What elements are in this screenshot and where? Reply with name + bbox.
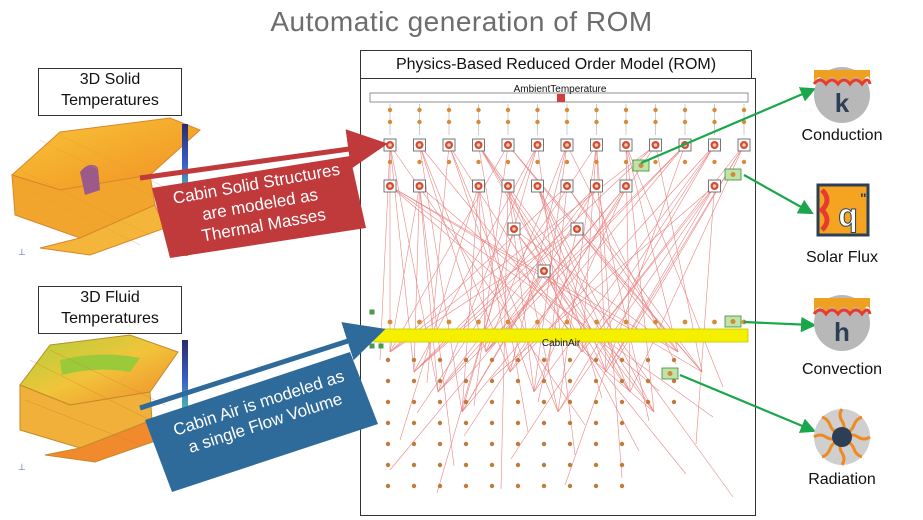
radiation-label: Radiation	[808, 471, 876, 488]
ambient-temperature-label: AmbientTemperature	[513, 84, 607, 95]
page-title: Automatic generation of ROM	[270, 6, 653, 37]
fluid-car-model	[19, 334, 179, 463]
svg-text:": "	[860, 190, 867, 206]
air-arrow	[139, 322, 386, 411]
solid-arrow	[139, 129, 388, 181]
ambient-node-icon	[557, 94, 565, 102]
conduction-label: Conduction	[801, 127, 883, 144]
radiation-icon	[813, 408, 871, 466]
solar-arrow	[743, 174, 814, 215]
air-callout-box	[145, 352, 378, 492]
radiation-arrow	[679, 373, 817, 433]
solid-callout-box	[152, 156, 366, 258]
solar-flux-q-icon: q "	[816, 183, 870, 237]
solid-label-line1: 3D Solid	[79, 71, 141, 88]
solid-axis-icon: ⊥	[18, 248, 26, 258]
svg-text:k: k	[835, 88, 850, 118]
conduction-k-icon: k	[812, 67, 872, 123]
conduction-arrow	[640, 87, 817, 165]
solar-flux-label: Solar Flux	[805, 249, 879, 266]
solid-label-line2: Temperatures	[61, 92, 159, 109]
cabin-air-label: CabinAir	[541, 338, 581, 349]
fluid-axis-icon: ⊥	[18, 463, 26, 473]
convection-h-icon: h	[812, 295, 872, 351]
fluid-temperatures-label: 3D Fluid Temperatures	[38, 286, 182, 334]
thermal-mass-nodes	[383, 104, 751, 489]
svg-text:q: q	[838, 197, 858, 233]
fluid-color-legend	[182, 340, 188, 472]
fluid-label-line1: 3D Fluid	[80, 289, 140, 306]
fluid-label-line2: Temperatures	[61, 310, 159, 327]
convection-arrow	[743, 316, 817, 333]
svg-text:h: h	[834, 317, 850, 347]
convection-label: Convection	[801, 361, 883, 378]
solid-temperatures-label: 3D Solid Temperatures	[38, 68, 182, 116]
rom-title: Physics-Based Reduced Order Model (ROM)	[360, 50, 752, 80]
solid-car-model	[11, 117, 201, 256]
